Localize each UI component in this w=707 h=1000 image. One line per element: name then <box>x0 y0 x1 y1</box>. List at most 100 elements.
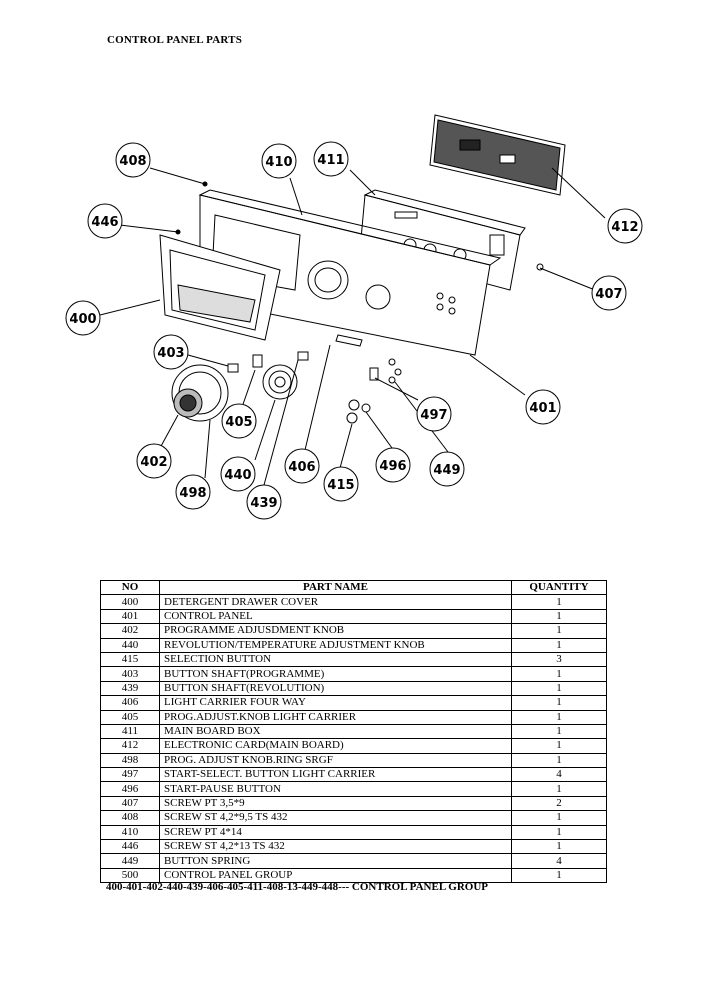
callout-408: 408 <box>115 142 151 178</box>
cell-no: 405 <box>100 709 160 725</box>
cell-part-name: CONTROL PANEL GROUP <box>159 867 512 884</box>
callout-label: 411 <box>317 153 344 168</box>
callout-407: 407 <box>591 275 627 311</box>
cell-no: 496 <box>100 781 160 797</box>
cell-part-name: PROG. ADJUST KNOB.RING SRGF <box>159 752 512 769</box>
callout-449: 449 <box>429 451 465 487</box>
control-panel-drawing <box>198 189 502 356</box>
callout-497: 497 <box>416 396 452 432</box>
cell-part-name: BUTTON SPRING <box>159 853 512 869</box>
cell-part-name: PROGRAMME ADJUSDMENT KNOB <box>159 623 512 639</box>
cell-no: 402 <box>100 623 160 639</box>
callout-label: 439 <box>250 496 277 511</box>
electronic-card-drawing <box>429 114 566 196</box>
selection-button-b <box>346 412 358 424</box>
button-shaft-programme-drawing <box>227 363 239 373</box>
programme-knob-drawing <box>171 364 229 422</box>
cell-no: 401 <box>100 608 160 625</box>
callout-415: 415 <box>323 466 359 502</box>
button-spring-c <box>388 376 396 384</box>
cell-no: 410 <box>100 824 160 841</box>
cell-part-name: MAIN BOARD BOX <box>159 723 512 740</box>
cell-part-name: SCREW PT 3,5*9 <box>159 795 512 812</box>
cell-quantity: 1 <box>511 680 607 697</box>
callout-410: 410 <box>261 143 297 179</box>
callout-label: 406 <box>288 460 315 475</box>
callout-411: 411 <box>313 141 349 177</box>
cell-no: 497 <box>100 767 160 783</box>
cell-no: 412 <box>100 738 160 754</box>
light-carrier-drawing <box>252 354 263 368</box>
callout-label: 496 <box>379 459 406 474</box>
callout-label: 408 <box>119 154 146 169</box>
cell-part-name: ELECTRONIC CARD(MAIN BOARD) <box>159 738 512 754</box>
callout-446: 446 <box>87 203 123 239</box>
cell-quantity: 1 <box>511 824 607 841</box>
callout-405: 405 <box>221 403 257 439</box>
cell-quantity: 1 <box>511 623 607 639</box>
cell-quantity: 1 <box>511 810 607 826</box>
button-shaft-revolution-drawing <box>297 351 309 361</box>
cell-part-name: REVOLUTION/TEMPERATURE ADJUSTMENT KNOB <box>159 637 512 653</box>
cell-no: 439 <box>100 680 160 697</box>
cell-no: 403 <box>100 666 160 682</box>
cell-quantity: 4 <box>511 767 607 783</box>
cell-no: 500 <box>100 867 160 884</box>
callout-label: 497 <box>420 408 447 423</box>
cell-quantity: 1 <box>511 608 607 625</box>
cell-part-name: BUTTON SHAFT(REVOLUTION) <box>159 680 512 697</box>
callout-label: 449 <box>433 463 460 478</box>
cell-quantity: 1 <box>511 594 607 610</box>
cell-part-name: BUTTON SHAFT(PROGRAMME) <box>159 666 512 682</box>
cell-quantity: 1 <box>511 867 607 884</box>
cell-quantity: 3 <box>511 651 607 668</box>
page-title: CONTROL PANEL PARTS <box>107 34 243 46</box>
cell-no: 408 <box>100 810 160 826</box>
cell-no: 400 <box>100 594 160 610</box>
cell-part-name: START-PAUSE BUTTON <box>159 781 512 797</box>
callout-label: 407 <box>595 287 622 302</box>
cell-quantity: 1 <box>511 709 607 725</box>
cell-part-name: PROG.ADJUST.KNOB LIGHT CARRIER <box>159 709 512 725</box>
callout-406: 406 <box>284 448 320 484</box>
cell-part-name: SCREW ST 4,2*13 TS 432 <box>159 839 512 855</box>
cell-quantity: 1 <box>511 781 607 797</box>
cell-part-name: LIGHT CARRIER FOUR WAY <box>159 695 512 711</box>
callout-440: 440 <box>220 456 256 492</box>
cell-no: 498 <box>100 752 160 769</box>
light-carrier-four-way-drawing <box>335 334 363 347</box>
button-spring-b <box>394 368 402 376</box>
cell-part-name: START-SELECT. BUTTON LIGHT CARRIER <box>159 767 512 783</box>
cell-part-name: CONTROL PANEL <box>159 608 512 625</box>
cell-no: 411 <box>100 723 160 740</box>
selection-button-a <box>348 399 360 411</box>
callout-412: 412 <box>607 208 643 244</box>
callout-label: 446 <box>91 215 118 230</box>
button-spring-a <box>388 358 396 366</box>
cell-no: 415 <box>100 651 160 668</box>
callout-401: 401 <box>525 389 561 425</box>
detergent-drawer-cover-drawing <box>159 234 281 341</box>
callout-label: 412 <box>611 220 638 235</box>
parts-table-header: NO PART NAME QUANTITY <box>100 579 607 596</box>
callout-label: 440 <box>224 468 251 483</box>
cell-quantity: 2 <box>511 795 607 812</box>
callouts: 408 410 411 412 446 407 400 403 401 405 … <box>65 141 643 520</box>
cell-no: 446 <box>100 839 160 855</box>
start-pause-button-drawing <box>361 403 371 413</box>
callout-label: 405 <box>225 415 252 430</box>
